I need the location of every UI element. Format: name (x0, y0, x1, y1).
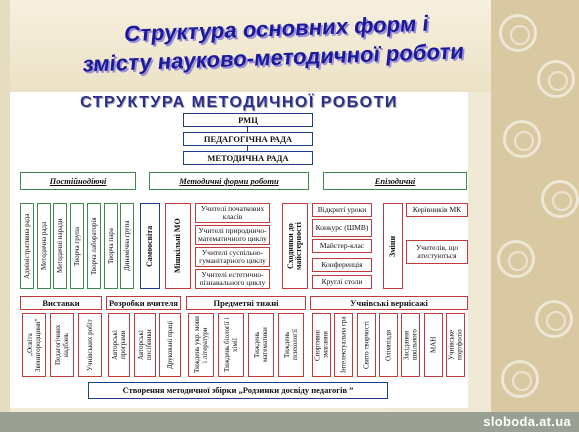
subject-week-item: Тиждень укр. мови і літератури (188, 313, 214, 377)
ornament-panel (491, 0, 579, 432)
connector (247, 146, 249, 151)
permanent-item: Творча пара (103, 203, 118, 289)
permanent-item: Методичні наради (53, 203, 68, 289)
mo-item: Учителі суспільно-гуманітарного циклу (195, 247, 270, 267)
footer-box: Створення методичної збірки „Родзинки до… (88, 382, 388, 399)
subject-week-item: Тиждень психології (278, 313, 304, 377)
permanent-item: Методична рада (36, 203, 51, 289)
mastery-item: Відкриті уроки (312, 203, 372, 217)
ornament-circle (501, 360, 539, 398)
student-show-item: Спортивні змагання (312, 313, 331, 377)
student-show-item: Свято творчості (356, 313, 376, 377)
student-show-item: Інтелектуальна гра (334, 313, 354, 377)
exhibition-item: „Освіта Звенигородщини” (22, 313, 46, 377)
left-strip (0, 0, 10, 432)
mo-item: Учителі природничо-математичного циклу (195, 225, 270, 245)
ornament-circle (503, 120, 541, 158)
box-ped-council: ПЕДАГОГІЧНА РАДА (183, 132, 313, 146)
bottom-cat-exhibitions: Виставки (20, 296, 102, 310)
teacher-dev-item: Авторські програми (108, 313, 130, 377)
mastery-item: Круглі столи (312, 275, 372, 289)
mo-item: Учителі початкових класів (195, 203, 270, 223)
subject-week-item: Тиждень біології і хімії (218, 313, 244, 377)
ornament-circle (535, 300, 573, 338)
exhibition-item: Педагогічних надбань (50, 313, 74, 377)
student-show-item: Засідання шкільного (401, 313, 421, 377)
mastery-item: Майстер-клас (312, 239, 372, 253)
ornament-circle (497, 240, 535, 278)
ornament-circle (499, 14, 537, 52)
ornament-circle (541, 180, 579, 218)
permanent-item: Адміністративна рада (20, 203, 34, 289)
box-mastery-steps: Сходинки до майстерності (282, 203, 308, 289)
box-method-council: МЕТОДИЧНА РАДА (183, 151, 313, 165)
box-meetings: Зміни (383, 203, 403, 289)
bottom-band (0, 412, 579, 432)
category-methodic-forms: Методичні форми роботи (149, 172, 309, 190)
bottom-cat-student-shows: Учнівські вернісажі (310, 296, 468, 310)
teacher-dev-item: Друковані праці (159, 313, 181, 377)
category-episodic: Епізодичні (323, 172, 467, 190)
title-band (0, 0, 579, 92)
student-show-item: МАН (423, 313, 443, 377)
permanent-item: Динамічна група (120, 203, 135, 289)
student-show-item: Учнівське портфоліо (445, 313, 465, 377)
teacher-dev-item: Авторські посібники (133, 313, 156, 377)
permanent-item: Творча лабораторія (86, 203, 101, 289)
ornament-circle (537, 60, 575, 98)
category-permanent: Постійнодіючі (20, 172, 136, 190)
box-rmc: РМЦ (183, 113, 313, 127)
connector (247, 127, 249, 132)
meetings-item: Учителів, що атестуються (406, 240, 468, 264)
mastery-item: Конкурс (ШМВ) (312, 219, 372, 237)
meetings-item: Керівників МК (406, 203, 468, 217)
diagram-heading: СТРУКТУРА МЕТОДИЧНОЇ РОБОТИ (80, 94, 398, 111)
mo-item: Учителі естетично-пізнавального циклу (195, 269, 270, 289)
box-school-mo: Мішкільні МО (165, 203, 191, 289)
bottom-cat-subject-weeks: Предметні тижні (186, 296, 306, 310)
student-show-item: Олімпіади (378, 313, 398, 377)
box-self-education: Самоосвіта (140, 203, 160, 289)
mastery-item: Конференція (312, 258, 372, 272)
permanent-item: Творча група (70, 203, 85, 289)
subject-week-item: Тиждень математики (248, 313, 274, 377)
site-label: sloboda.at.ua (483, 414, 571, 429)
bottom-cat-teacher-dev: Розробки вчителя (106, 296, 181, 310)
exhibition-item: Учнівських робіт (78, 313, 102, 377)
